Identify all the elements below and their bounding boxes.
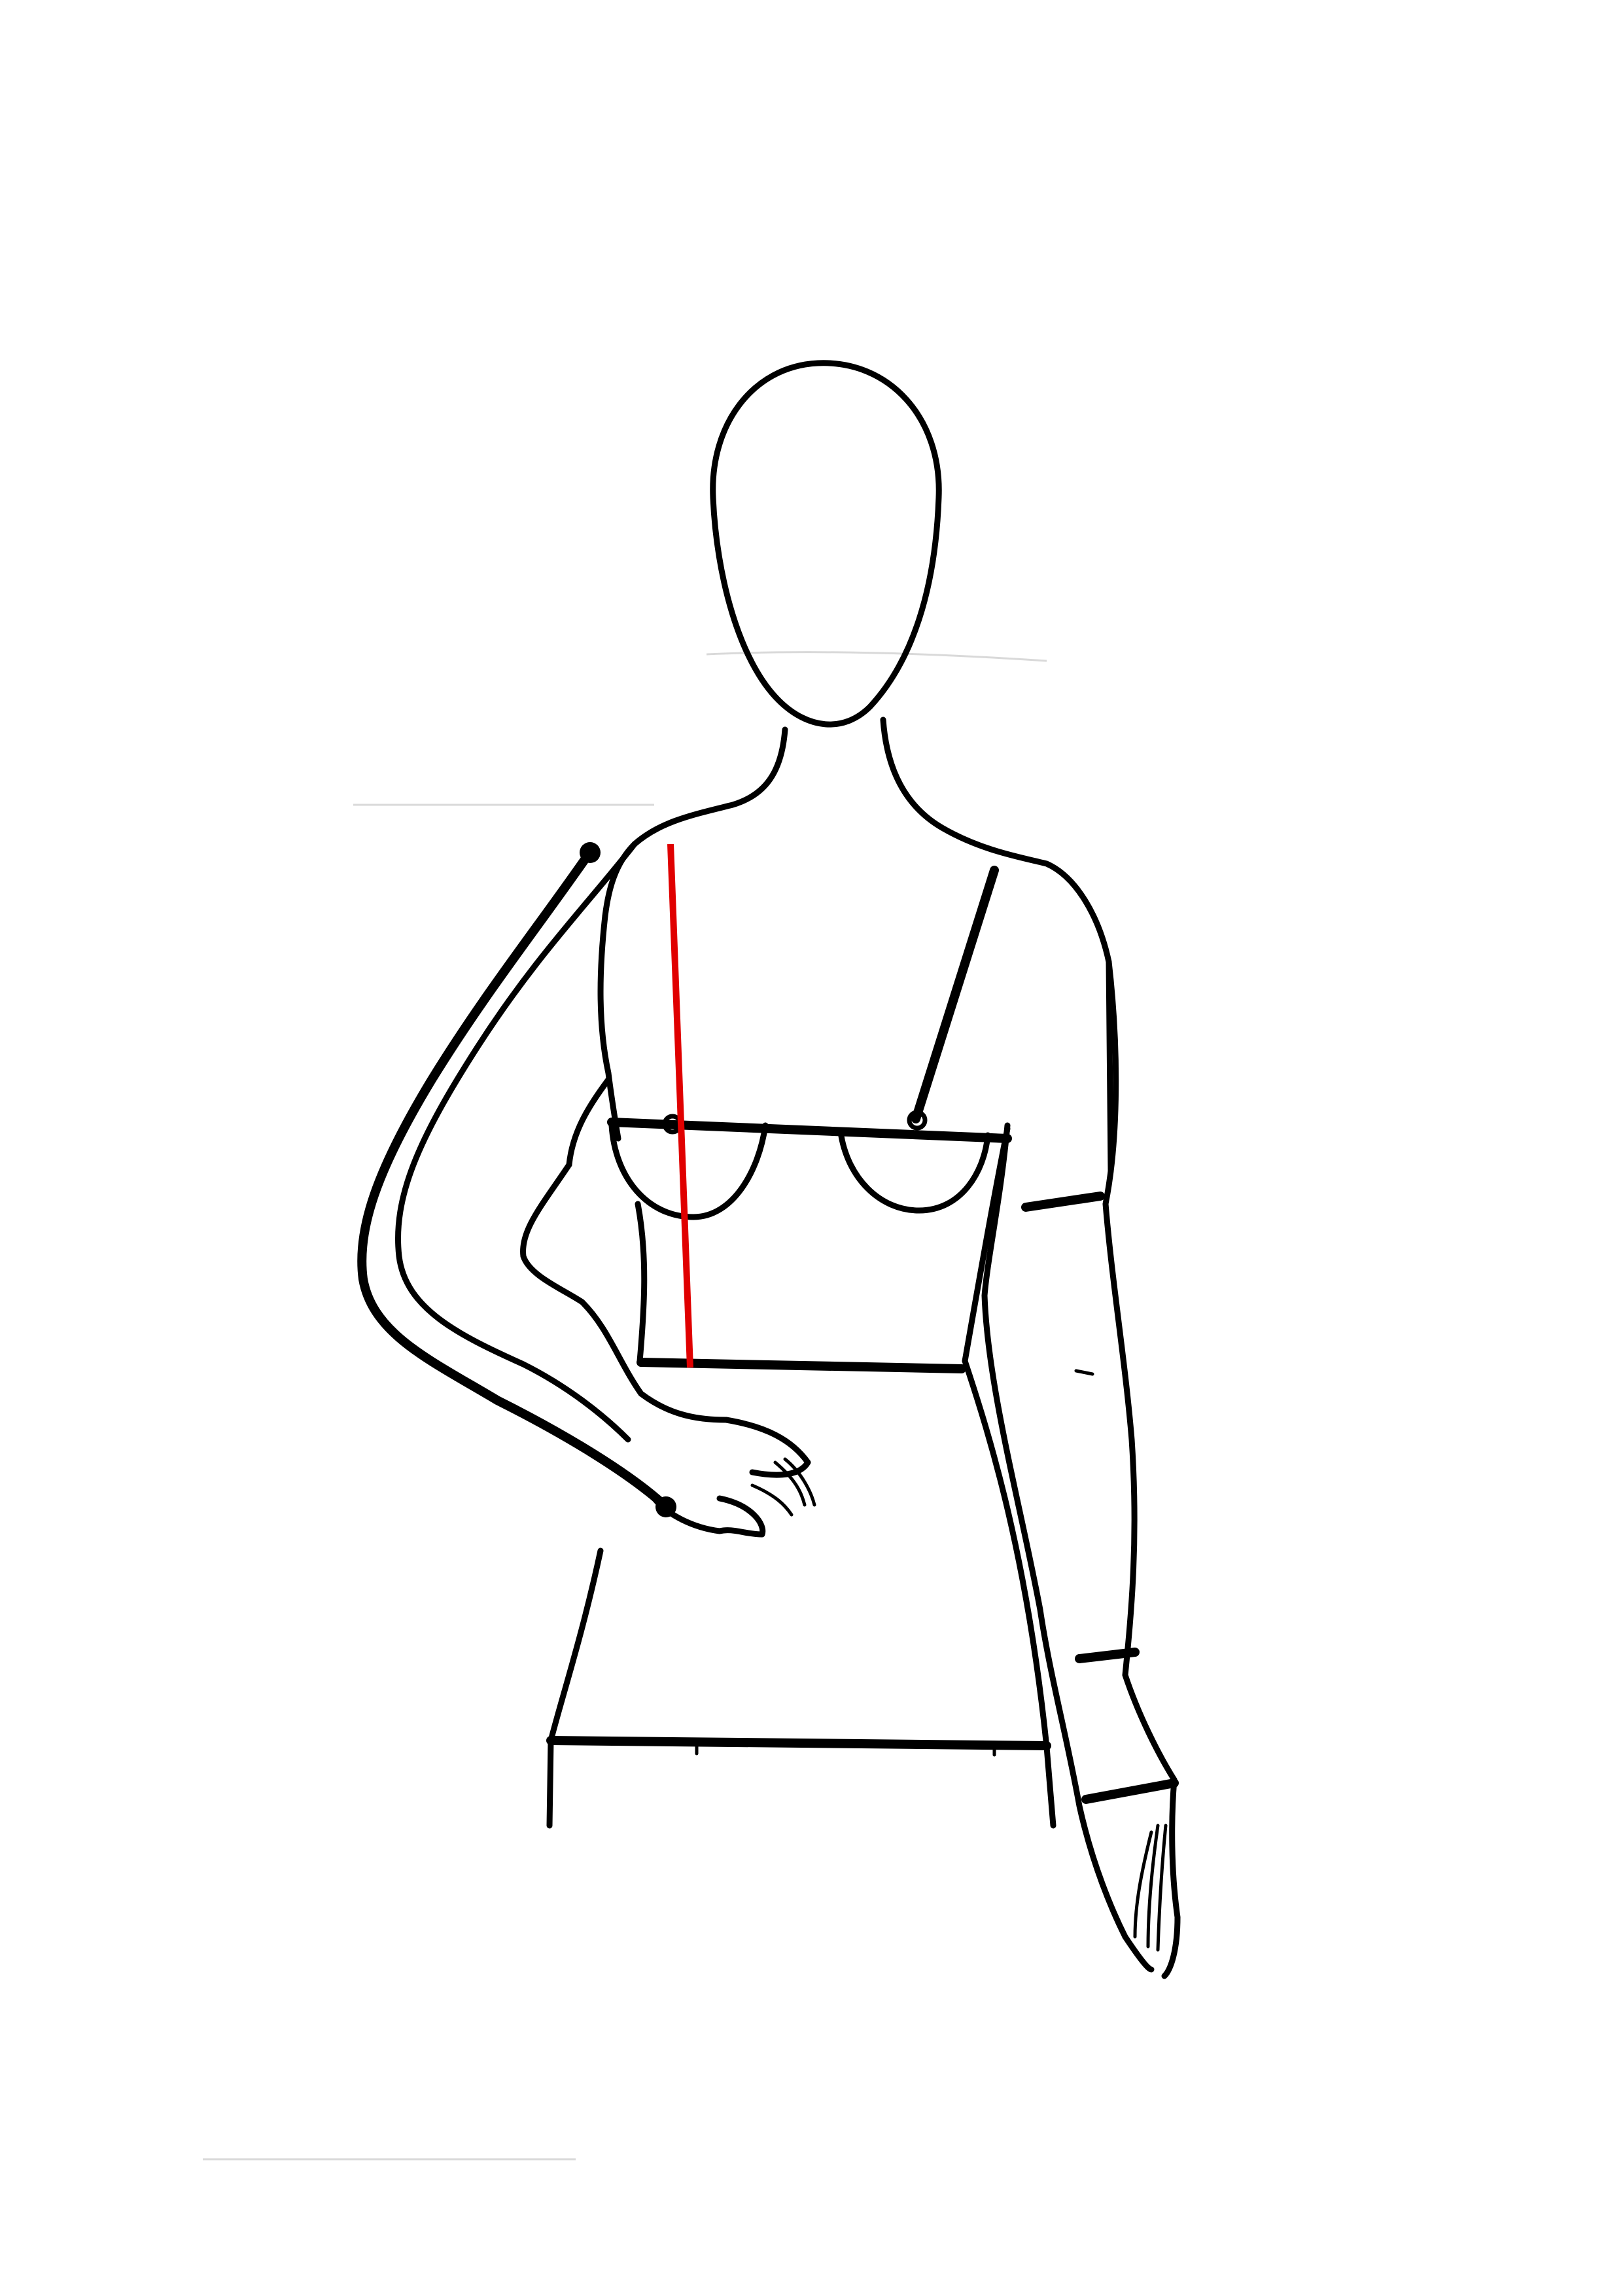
left-bust-cup [612, 1125, 765, 1217]
upper-arm-girth-line [1026, 1196, 1100, 1207]
neck-left-shoulder [605, 730, 785, 916]
hip-line [551, 1740, 1047, 1746]
left-hand [654, 1420, 808, 1534]
torso-left-hip [550, 1551, 601, 1826]
left-armpit [569, 1080, 608, 1165]
left-upper-arm-outer [398, 844, 635, 1439]
right-bust-cup [841, 1132, 988, 1210]
head-outline [713, 363, 939, 724]
torso-right-side [965, 1129, 1053, 1826]
shoulder-to-bust-line [916, 870, 994, 1119]
scan-artifacts [203, 652, 1047, 2159]
elbow-mark [1076, 1371, 1092, 1374]
sleeve-start-dot [580, 842, 601, 863]
torso-left-waist [638, 1204, 644, 1361]
sleeve-end-dot [655, 1496, 676, 1517]
front-length-highlight-line [671, 844, 690, 1368]
right-hand-fingers [1135, 1826, 1166, 1950]
forearm-girth-line [1079, 1652, 1135, 1659]
wrist-girth-line [1086, 1783, 1174, 1799]
torso-left-side [601, 916, 618, 1139]
